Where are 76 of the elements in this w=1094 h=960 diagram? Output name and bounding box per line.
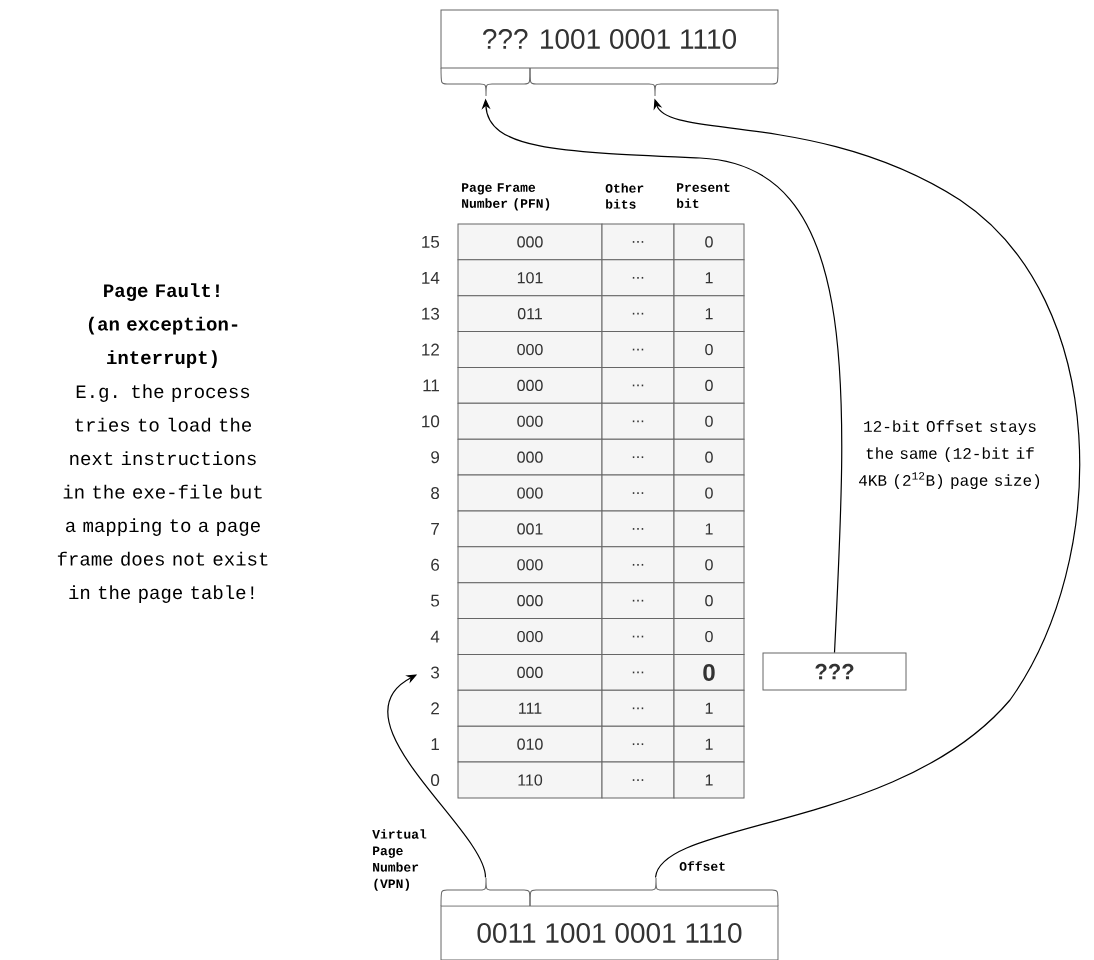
column-header: Present bit	[677, 183, 730, 208]
arrow	[387, 674, 487, 879]
table-cell: ...	[601, 259, 675, 297]
table-cell: 0	[673, 474, 745, 512]
table-cell: ...	[601, 654, 675, 691]
row-number: 15	[422, 236, 440, 248]
note-text: 12-bit Offset stays the same (12-bit if 4KB (2$^{12}$B) page size)	[859, 420, 1040, 490]
row-number: 14	[422, 271, 440, 284]
row-number: 3	[431, 666, 440, 679]
row-number: 6	[431, 558, 440, 571]
row-number: 12	[422, 343, 439, 356]
row-number: 13	[422, 307, 440, 320]
table-cell: ...	[601, 367, 675, 404]
table-cell: 000	[457, 331, 603, 368]
table-cell: 000	[457, 438, 603, 476]
table-cell: ...	[601, 546, 675, 584]
row-number: 10	[422, 415, 440, 428]
table-cell: 101	[457, 259, 603, 297]
column-header: Other bits	[605, 183, 644, 209]
table-cell: 0	[673, 367, 745, 404]
table-cell: ...	[601, 295, 675, 333]
heading: Page Fault! (an exception-interrupt)	[88, 283, 238, 368]
brace-label: Virtual Page Number (VPN)	[372, 829, 427, 891]
table-cell: 110	[457, 761, 603, 799]
row-number: 0	[431, 774, 440, 787]
table-cell: 000	[457, 618, 603, 655]
table-cell: 1	[673, 510, 745, 548]
table-cell: ...	[601, 331, 675, 368]
table-cell: 0	[673, 223, 745, 261]
table-cell: 0	[673, 438, 745, 476]
table-cell: 000	[457, 223, 603, 261]
row-number: 11	[423, 379, 439, 392]
table-cell: 001	[457, 510, 603, 548]
row-number: 7	[431, 523, 439, 535]
row-number: 2	[431, 702, 439, 715]
table-cell: 000	[457, 474, 603, 512]
table-cell: 1	[673, 725, 745, 763]
table-cell: 000	[457, 367, 603, 404]
table-cell: 000	[457, 402, 603, 440]
table-cell: 011	[457, 295, 603, 333]
column-header: Page Frame Number (PFN)	[462, 183, 550, 211]
table-cell: 000	[457, 654, 603, 691]
address-box: ???	[762, 652, 907, 691]
table-cell: 1	[673, 761, 745, 799]
table-cell: ...	[601, 761, 675, 799]
table-cell: 0	[673, 618, 745, 655]
table-cell: ...	[601, 510, 675, 548]
table-cell: 0	[673, 546, 745, 584]
address-box: 0011 1001 0001 1110	[440, 905, 779, 960]
table-cell: 010	[457, 725, 603, 763]
table-cell: ...	[601, 725, 675, 763]
row-number: 4	[430, 630, 440, 643]
row-number: 5	[431, 594, 440, 607]
note-text: E.g. the process tries to load the next instructions in the exe-file but a mapping to a page frame does not exist in the page table!	[57, 384, 268, 603]
row-number: 1	[431, 738, 439, 751]
table-cell: 0	[673, 331, 745, 368]
table-cell: ...	[601, 618, 675, 655]
table-cell: 1	[673, 295, 745, 333]
table-cell: ...	[601, 689, 675, 727]
table-cell: 111	[457, 689, 603, 727]
table-cell: ...	[601, 438, 675, 476]
table-cell: ...	[601, 582, 675, 620]
table-cell: ...	[601, 402, 675, 440]
brace-label: Offset	[679, 861, 725, 871]
table-cell: 1	[673, 259, 745, 297]
table-cell: 000	[457, 582, 603, 620]
row-number: 9	[431, 451, 439, 464]
table-cell: ...	[601, 223, 675, 261]
table-cell: ...	[601, 474, 675, 512]
table-cell: 0	[673, 402, 745, 440]
table-cell: 0	[673, 582, 745, 620]
table-cell: 1	[673, 689, 745, 727]
address-box: ??? 1001 0001 1110	[440, 9, 779, 69]
table-cell: 0	[673, 654, 745, 691]
table-cell: 000	[457, 546, 603, 584]
row-number: 8	[431, 487, 440, 500]
